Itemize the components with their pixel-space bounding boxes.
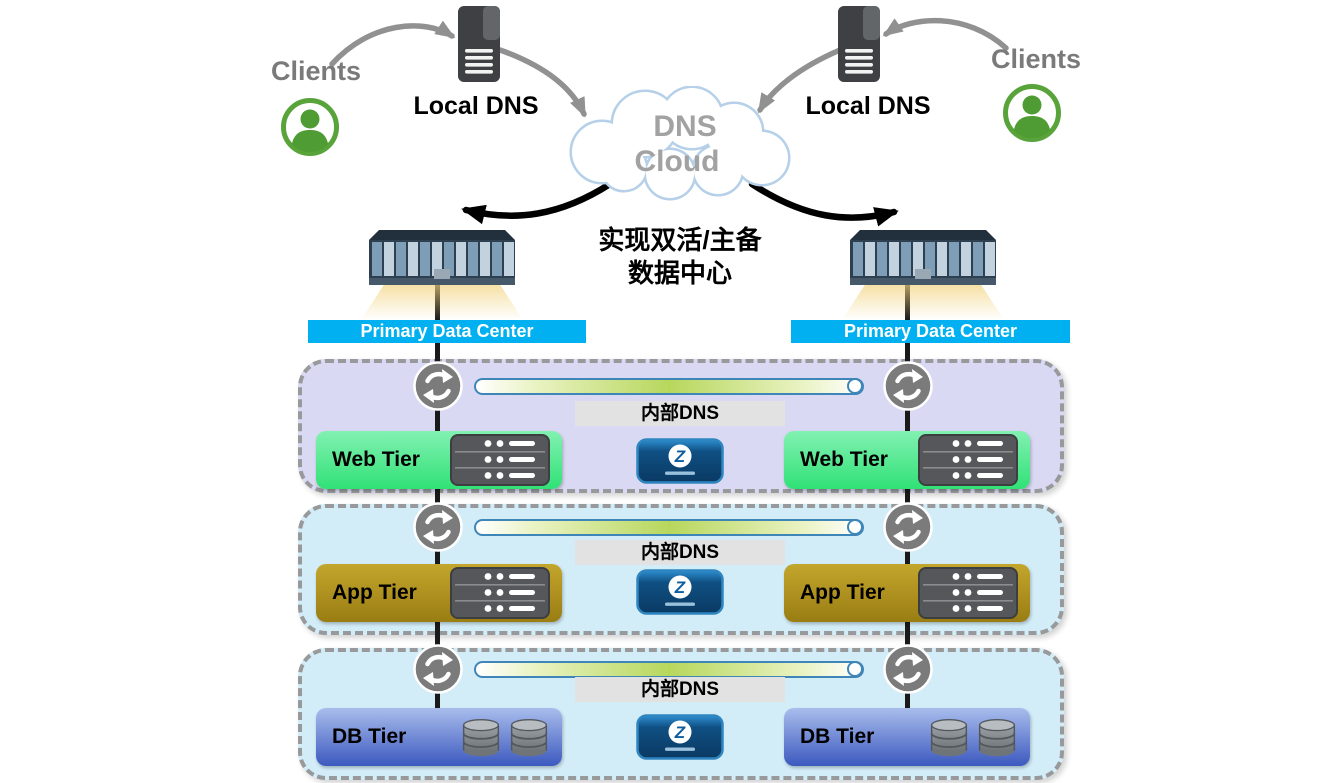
app-tier-label-left: App Tier [332, 581, 417, 604]
link-endpoint-icon [847, 519, 863, 535]
cloud-to-dc-arrow-left [461, 180, 614, 225]
person-icon [1002, 83, 1062, 143]
server-stack-icon [918, 567, 1018, 619]
datacenter-building-icon [357, 224, 527, 332]
server-stack-icon [450, 434, 550, 486]
caption: 实现双活/主备 数据中心 [538, 224, 822, 290]
caption-line2: 数据中心 [627, 258, 732, 288]
database-cylinder-icon [460, 715, 502, 759]
internal-dns-label-web: 内部DNS [575, 401, 785, 426]
sync-icon [412, 501, 464, 553]
database-icons [460, 715, 550, 759]
sync-icon [412, 643, 464, 695]
primary-datacenter-banner-right: Primary Data Center [791, 320, 1070, 343]
database-cylinder-icon [976, 715, 1018, 759]
db-tier-box-left: DB Tier [316, 708, 562, 766]
app-tier-box-left: App Tier [316, 564, 562, 622]
sync-icon [882, 360, 934, 412]
server-stack-icon [918, 434, 1018, 486]
dns-cloud-icon [569, 86, 791, 201]
dns-server-tower-icon [455, 5, 503, 83]
db-tier-label-right: DB Tier [800, 725, 875, 748]
z-dns-appliance-icon [636, 438, 724, 484]
cloud-title-line1: DNS [653, 110, 717, 143]
z-dns-appliance-icon [636, 714, 724, 760]
clients-to-dns-arrow-left [329, 20, 456, 67]
internal-dns-label-db: 内部DNS [575, 677, 785, 702]
local-dns-label-right: Local DNS [805, 92, 931, 120]
database-icons [928, 715, 1018, 759]
caption-line1: 实现双活/主备 [598, 225, 762, 255]
primary-datacenter-banner-left: Primary Data Center [308, 320, 586, 343]
db-tier-box-right: DB Tier [784, 708, 1030, 766]
datacenter-building-icon [838, 224, 1008, 332]
database-cylinder-icon [508, 715, 550, 759]
server-stack-icon [450, 567, 550, 619]
sync-icon [882, 643, 934, 695]
dns-server-tower-icon [835, 5, 883, 83]
clients-to-dns-arrow-right [882, 17, 1009, 51]
app-tier-box-right: App Tier [784, 564, 1030, 622]
link-endpoint-icon [847, 378, 863, 394]
local-dns-label-left: Local DNS [413, 92, 539, 120]
person-icon [280, 97, 340, 157]
sync-icon [882, 501, 934, 553]
z-dns-appliance-icon [636, 569, 724, 615]
dns-to-cloud-arrow-right [757, 47, 843, 114]
dns-to-cloud-arrow-left [497, 47, 587, 118]
clients-label-left: Clients [270, 56, 362, 86]
web-tier-box-right: Web Tier [784, 431, 1030, 489]
clients-label-right: Clients [990, 44, 1082, 74]
database-cylinder-icon [928, 715, 970, 759]
web-tier-label-left: Web Tier [332, 448, 420, 471]
web-tier-label-right: Web Tier [800, 448, 888, 471]
app-tier-label-right: App Tier [800, 581, 885, 604]
db-tier-label-left: DB Tier [332, 725, 407, 748]
cloud-title-line2: Cloud [634, 145, 720, 178]
replication-link-bar [474, 519, 864, 536]
internal-dns-label-app: 内部DNS [575, 540, 785, 565]
cloud-to-dc-arrow-right [748, 180, 899, 227]
sync-icon [412, 360, 464, 412]
replication-link-bar [474, 378, 864, 395]
replication-link-bar [474, 661, 864, 678]
link-endpoint-icon [847, 661, 863, 677]
web-tier-box-left: Web Tier [316, 431, 562, 489]
